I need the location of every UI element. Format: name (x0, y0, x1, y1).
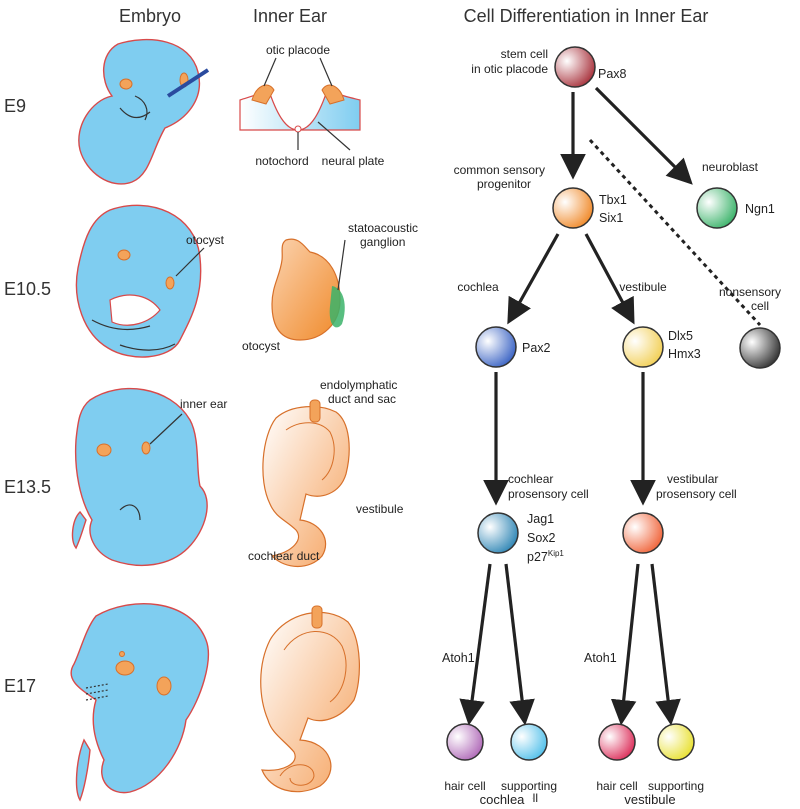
label-otic-placode: otic placode (266, 43, 330, 57)
gene-p27kip1: p27Kip1 (527, 549, 564, 564)
cell-hair-vestibule (598, 723, 636, 761)
arrow-vestibular-to-supporting-cell (650, 563, 681, 726)
stage-label-e10-5: E10.5 (4, 279, 51, 299)
label-embryo-otocyst: otocyst (186, 233, 225, 247)
arrow-progenitor-to-cochlea (507, 233, 560, 325)
label-notochord: notochord (255, 154, 308, 168)
cell-nonsensory (739, 327, 781, 369)
cell-pax2 (475, 326, 517, 368)
cell-neuroblast (696, 187, 738, 229)
gene-sox2: Sox2 (527, 531, 556, 545)
label-nonsensory-2: cell (751, 299, 769, 313)
label-statoacoustic-1: statoacoustic (348, 221, 418, 235)
inner-ear-e10-5-otocyst: statoacoustic ganglion otocyst (242, 221, 418, 353)
inner-ear-e13-5-labyrinth: endolymphatic duct and sac vestibule coc… (248, 378, 404, 568)
label-cochlear-prosensory-2: prosensory cell (508, 487, 589, 501)
embryo-e10-5-illustration: otocyst (75, 204, 225, 358)
label-vestibular-prosensory-1: vestibular (667, 472, 718, 486)
label-neural-plate: neural plate (322, 154, 385, 168)
embryo-e17-illustration (70, 603, 210, 802)
header-embryo: Embryo (119, 6, 181, 26)
gene-ngn1: Ngn1 (745, 202, 775, 216)
header-inner-ear: Inner Ear (253, 6, 327, 26)
embryo-e13-5-illustration: inner ear (71, 387, 227, 566)
cell-dlx5 (622, 326, 664, 368)
cell-sensory-progenitor (552, 187, 594, 229)
cell-stem (554, 46, 596, 88)
cell-lineage-tree: stem cell in otic placode Pax8 neuroblas… (442, 46, 781, 805)
label-inner-otocyst: otocyst (242, 339, 281, 353)
label-endolymphatic-1: endolymphatic (320, 378, 397, 392)
arrow-progenitor-to-vestibule (584, 233, 635, 325)
stage-label-e17: E17 (4, 676, 36, 696)
label-statoacoustic-2: ganglion (360, 235, 405, 249)
label-hair-cell-vestibule: hair cell (596, 779, 637, 793)
label-stem-2: in otic placode (471, 62, 548, 76)
gene-pax2: Pax2 (522, 341, 551, 355)
label-cochlear-duct: cochlear duct (248, 549, 320, 563)
gene-dlx5: Dlx5 (668, 329, 693, 343)
label-cochlea-branch: cochlea (457, 280, 499, 294)
label-embryo-inner-ear: inner ear (180, 397, 227, 411)
label-endolymphatic-2: duct and sac (328, 392, 396, 406)
label-vestibular-prosensory-2: prosensory cell (656, 487, 737, 501)
label-vestibule-branch: vestibule (619, 280, 667, 294)
label-hair-cell-cochlea: hair cell (444, 779, 485, 793)
label-nonsensory-1: nonsensory (719, 285, 781, 299)
stage-label-e13-5: E13.5 (4, 477, 51, 497)
embryo-e9-illustration (78, 38, 210, 185)
label-stem-1: stem cell (501, 47, 548, 61)
label-neuroblast: neuroblast (702, 160, 759, 174)
label-vestibule: vestibule (356, 502, 404, 516)
arrow-cochlear-to-supporting-cell (504, 563, 535, 726)
label-atoh1-left: Atoh1 (442, 651, 475, 665)
label-atoh1-right: Atoh1 (584, 651, 617, 665)
label-cochlear-prosensory-1: cochlear (508, 472, 553, 486)
inner-ear-e9-placode: otic placode notochord neural plate (239, 43, 385, 168)
label-progenitor-2: progenitor (477, 177, 531, 191)
dashed-line-nonsensory (588, 138, 762, 327)
arrow-stem-to-neuroblast (594, 86, 693, 185)
cell-supporting-vestibule (657, 723, 695, 761)
label-supporting-cochlea-2: cell (520, 791, 538, 805)
gene-hmx3: Hmx3 (668, 347, 701, 361)
arrow-cochlear-to-hair-cell (459, 563, 492, 726)
arrow-vestibular-to-hair-cell (610, 563, 640, 726)
gene-pax8: Pax8 (598, 67, 627, 81)
stage-label-e9: E9 (4, 96, 26, 116)
cell-hair-cochlea (446, 723, 484, 761)
label-supporting-vestibule-1: supporting (648, 779, 704, 793)
cell-cochlear-prosensory (477, 512, 519, 554)
label-supporting-cochlea-1: supporting (501, 779, 557, 793)
cell-vestibular-prosensory (622, 512, 664, 554)
cell-supporting-cochlea (510, 723, 548, 761)
label-supporting-vestibule-2: cell (667, 791, 685, 805)
gene-tbx1: Tbx1 (599, 193, 627, 207)
gene-p27-sup: Kip1 (548, 549, 565, 558)
gene-jag1: Jag1 (527, 512, 554, 526)
label-progenitor-1: common sensory (454, 163, 545, 177)
gene-p27-base: p27 (527, 550, 548, 564)
header-cell-differentiation: Cell Differentiation in Inner Ear (464, 6, 709, 26)
gene-six1: Six1 (599, 211, 623, 225)
inner-ear-e17-labyrinth (260, 605, 360, 793)
